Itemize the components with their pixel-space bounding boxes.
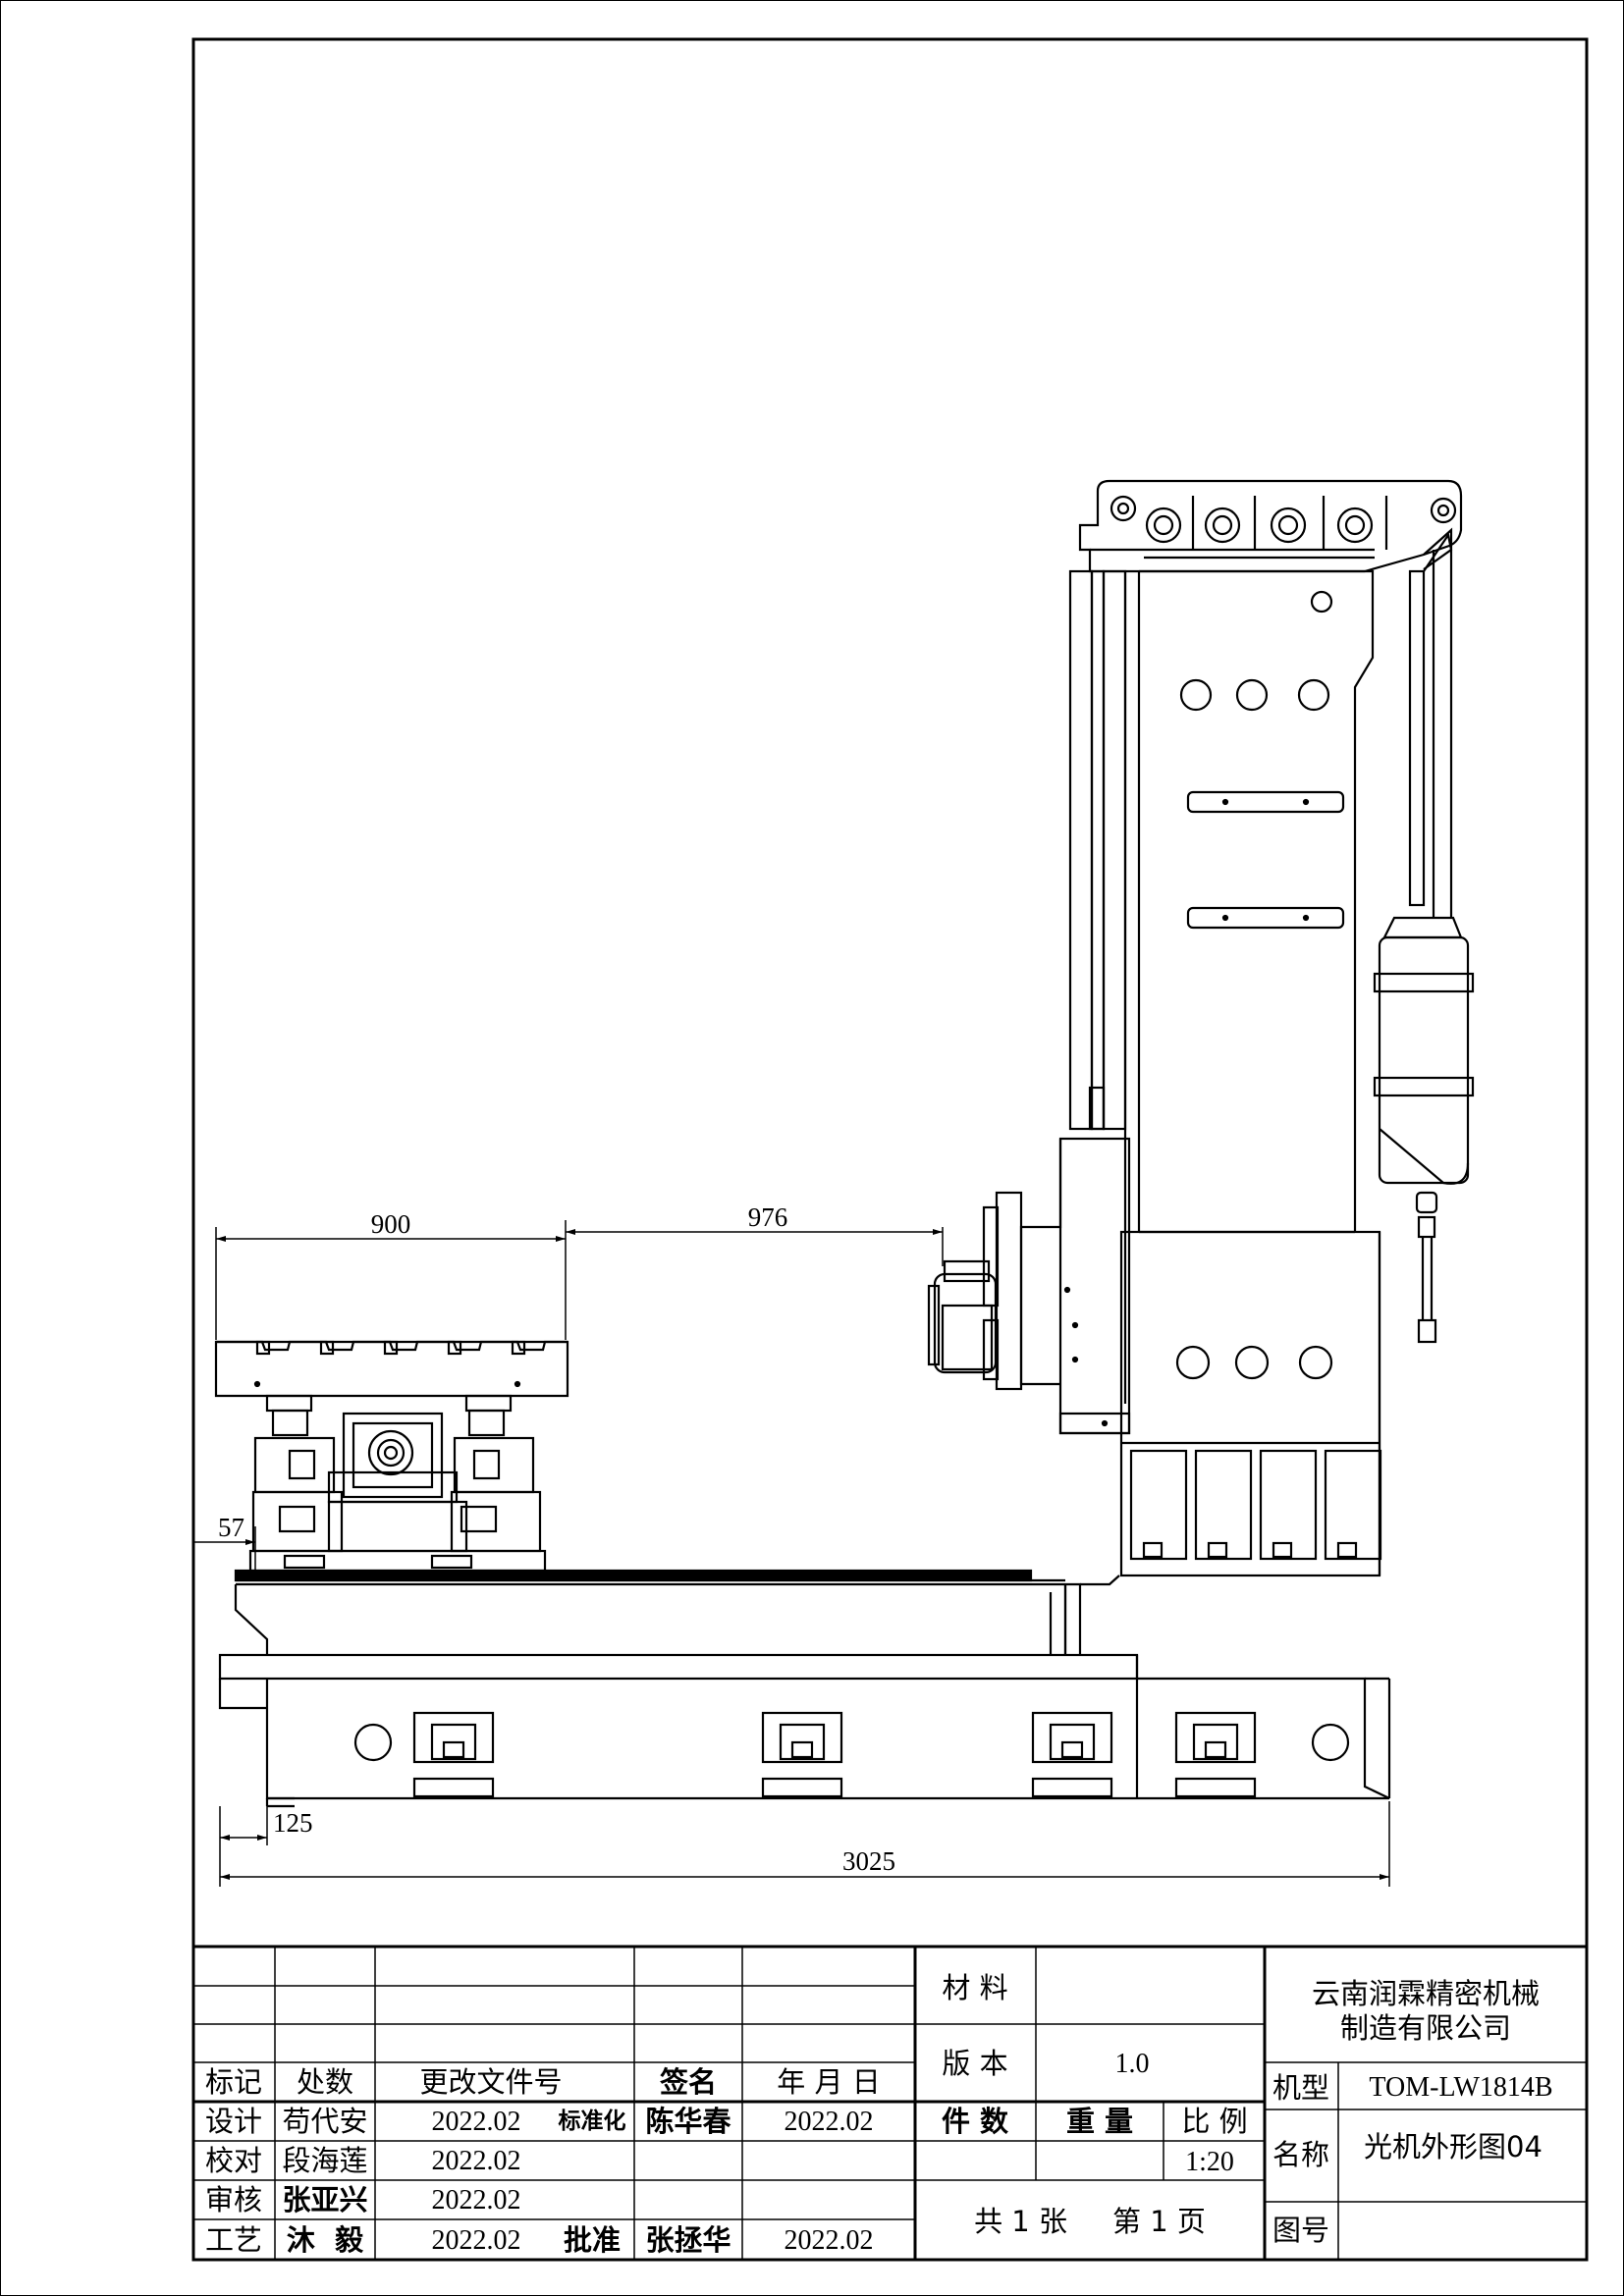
title-block bbox=[193, 1945, 1587, 2260]
header-signature: 签名 bbox=[660, 2065, 717, 2099]
machine-side-view bbox=[214, 479, 1475, 1808]
model-value: TOM-LW1814B bbox=[1369, 2072, 1552, 2103]
role-review: 审核 bbox=[205, 2183, 262, 2216]
role-design: 设计 bbox=[205, 2105, 262, 2138]
header-count: 处数 bbox=[297, 2065, 353, 2099]
title-block-text: 标记 处数 更改文件号 签名 年 月 日 设计 苟代安 2022.02 校对 段… bbox=[205, 1971, 1553, 2257]
dimension-table-width: 900 bbox=[371, 1209, 411, 1239]
role-process: 工艺 bbox=[205, 2223, 262, 2257]
scale-value: 1:20 bbox=[1185, 2147, 1234, 2177]
bed-saddle bbox=[234, 1569, 1120, 1655]
company-name-line1: 云南润霖精密机械 bbox=[1312, 1977, 1540, 2010]
date-check: 2022.02 bbox=[432, 2146, 521, 2176]
header-mark: 标记 bbox=[205, 2065, 262, 2099]
name-process: 沐 毅 bbox=[287, 2223, 364, 2257]
version-value: 1.0 bbox=[1115, 2049, 1150, 2079]
spindle-motor bbox=[927, 1259, 998, 1374]
sheet-info: 共 1 张 第 1 页 bbox=[974, 2205, 1206, 2238]
z-axis-guides bbox=[1068, 569, 1127, 1404]
counterweight-assembly bbox=[1373, 527, 1475, 1344]
dimension-overall-length: 3025 bbox=[842, 1846, 895, 1876]
date-process: 2022.02 bbox=[432, 2225, 521, 2256]
name-value: 光机外形图04 bbox=[1364, 2130, 1543, 2163]
name-review: 张亚兴 bbox=[282, 2183, 367, 2216]
name-label: 名称 bbox=[1272, 2138, 1329, 2171]
standardization-date: 2022.02 bbox=[785, 2107, 874, 2137]
weight-label: 重 量 bbox=[1066, 2105, 1133, 2138]
machine-base bbox=[218, 1653, 1391, 1808]
standardization-label: 标准化 bbox=[559, 2108, 626, 2134]
date-review: 2022.02 bbox=[432, 2185, 521, 2216]
version-label: 版 本 bbox=[942, 2047, 1007, 2080]
role-check: 校对 bbox=[205, 2144, 262, 2177]
scale-label: 比 例 bbox=[1181, 2105, 1247, 2138]
dimensions bbox=[193, 1220, 1390, 1887]
quantity-label: 件 数 bbox=[942, 2105, 1009, 2138]
drawing-no-label: 图号 bbox=[1272, 2214, 1329, 2247]
dimension-base-offset: 125 bbox=[273, 1808, 313, 1838]
dimension-table-to-spindle: 976 bbox=[748, 1202, 788, 1232]
drawing-frame bbox=[191, 37, 1589, 2262]
material-label: 材 料 bbox=[942, 1971, 1007, 2004]
company-name-line2: 制造有限公司 bbox=[1340, 2011, 1511, 2045]
name-check: 段海莲 bbox=[282, 2144, 367, 2177]
header-date: 年 月 日 bbox=[777, 2065, 880, 2099]
approval-date: 2022.02 bbox=[785, 2225, 874, 2256]
approval-name: 张拯华 bbox=[645, 2223, 731, 2257]
base-pockets bbox=[412, 1711, 1257, 1798]
spindle-head bbox=[982, 1137, 1131, 1435]
standardization-name: 陈华春 bbox=[645, 2105, 731, 2138]
dimension-table-offset: 57 bbox=[218, 1513, 244, 1542]
top-cover bbox=[1078, 479, 1463, 573]
machine-column bbox=[1119, 569, 1382, 1577]
approval-label: 批准 bbox=[564, 2223, 621, 2257]
header-change-doc: 更改文件号 bbox=[419, 2065, 562, 2099]
date-design: 2022.02 bbox=[432, 2107, 521, 2137]
name-design: 苟代安 bbox=[282, 2105, 367, 2138]
model-label: 机型 bbox=[1272, 2071, 1329, 2105]
worktable bbox=[214, 1340, 569, 1573]
